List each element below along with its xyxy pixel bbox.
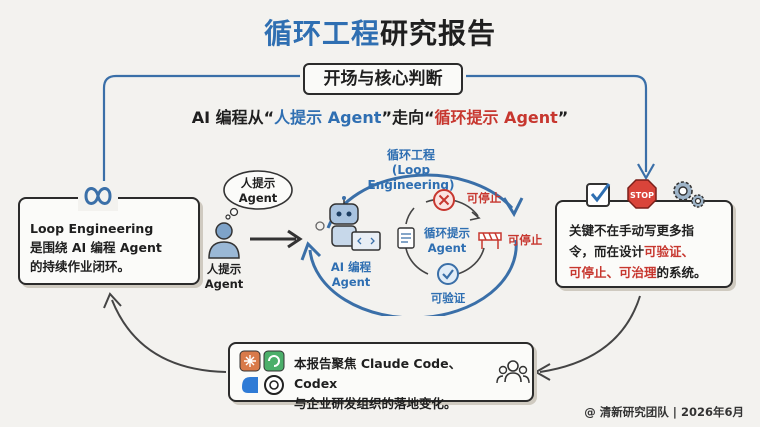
check-circle-icon — [437, 263, 459, 285]
subtitle-prefix: AI 编程从“ — [191, 108, 275, 127]
right-card-highlight: 可验证、 — [644, 244, 695, 259]
infinity-loop-icon — [78, 181, 118, 211]
ai-tools-icons — [239, 350, 285, 395]
page-title: 循环工程研究报告 — [0, 12, 760, 52]
ai-agent-line: AI 编程 — [330, 260, 372, 274]
right-card-text: 关键不在手动写更多指 令，而在设计可验证、 可停止、可治理的系统。 — [569, 220, 729, 283]
subtitle: AI 编程从“人提示 Agent”走向“循环提示 Agent” — [0, 104, 760, 128]
bottom-card-line: 与企业研发组织的落地变化。 — [294, 396, 457, 411]
robot-laptop-icon — [315, 196, 381, 251]
bottom-card-text: 本报告聚焦 Claude Code、Codex 与企业研发组织的落地变化。 — [294, 354, 494, 414]
left-card-line: 是围绕 AI 编程 Agent — [30, 240, 162, 255]
stoppable-right-label: 可停止 — [507, 233, 543, 247]
loop-agent-line: Agent — [427, 241, 467, 255]
right-card-line: 关键不在手动写更多指 — [569, 223, 695, 238]
right-card: 关键不在手动写更多指 令，而在设计可验证、 可停止、可治理的系统。 — [555, 200, 733, 288]
right-card-span: 的系统。 — [656, 265, 707, 280]
right-card-line: 可停止、可治理的系统。 — [569, 262, 729, 283]
section-label: 开场与核心判断 — [303, 63, 463, 95]
stop-sign-text: STOP — [630, 191, 654, 200]
bottom-card: 本报告聚焦 Claude Code、Codex 与企业研发组织的落地变化。 — [228, 342, 534, 411]
subtitle-from: 人提示 Agent — [274, 108, 382, 127]
bubble-line: Agent — [238, 191, 278, 205]
person-label: 人提示 Agent — [196, 262, 252, 292]
thought-bubble-text: 人提示 Agent — [226, 176, 290, 206]
stoppable-top-label: 可停止 — [466, 191, 502, 205]
subtitle-to: 循环提示 Agent — [434, 108, 558, 127]
stop-sign-icon: STOP — [627, 179, 657, 209]
person-label-line: 人提示 — [206, 262, 242, 276]
left-card-line: 的持续作业闭环。 — [30, 259, 131, 274]
subtitle-suffix: ” — [557, 108, 569, 127]
loop-title-en: (Loop Engineering) — [367, 163, 455, 192]
loop-title-cn: 循环工程 — [386, 148, 435, 162]
thought-bubble-icon — [223, 170, 293, 220]
loop-title: 循环工程 (Loop Engineering) — [356, 148, 466, 193]
barrier-icon — [478, 232, 502, 249]
subtitle-middle: ”走向“ — [381, 108, 435, 127]
person-label-line: Agent — [204, 277, 244, 291]
loop-agent-label: 循环提示 Agent — [414, 226, 480, 256]
right-card-span: 令，而在设计 — [569, 244, 645, 259]
right-card-highlight: 可停止、可治理 — [569, 265, 657, 280]
title-rest: 研究报告 — [380, 17, 497, 50]
team-people-icon — [496, 360, 530, 384]
left-card-line: Loop Engineering — [30, 221, 154, 236]
stop-x-icon — [433, 189, 455, 211]
bottom-card-line: 本报告聚焦 Claude Code、Codex — [294, 356, 462, 391]
title-highlight: 循环工程 — [263, 17, 380, 50]
bubble-line: 人提示 — [240, 176, 276, 190]
document-icon — [397, 227, 415, 249]
left-card-text: Loop Engineering 是围绕 AI 编程 Agent 的持续作业闭环… — [30, 219, 196, 276]
right-card-line: 令，而在设计可验证、 — [569, 241, 729, 262]
ai-agent-label: AI 编程 Agent — [318, 260, 384, 290]
person-icon — [208, 222, 240, 259]
footer-credit: @ 清新研究团队 | 2026年6月 — [584, 405, 744, 419]
ai-agent-line: Agent — [331, 275, 371, 289]
left-card: Loop Engineering 是围绕 AI 编程 Agent 的持续作业闭环… — [18, 181, 200, 285]
verifiable-label: 可验证 — [430, 291, 466, 305]
loop-agent-line: 循环提示 — [424, 226, 470, 240]
checkbox-icon — [586, 183, 611, 207]
arrow-right-icon — [250, 229, 303, 249]
gears-icon — [673, 181, 705, 208]
